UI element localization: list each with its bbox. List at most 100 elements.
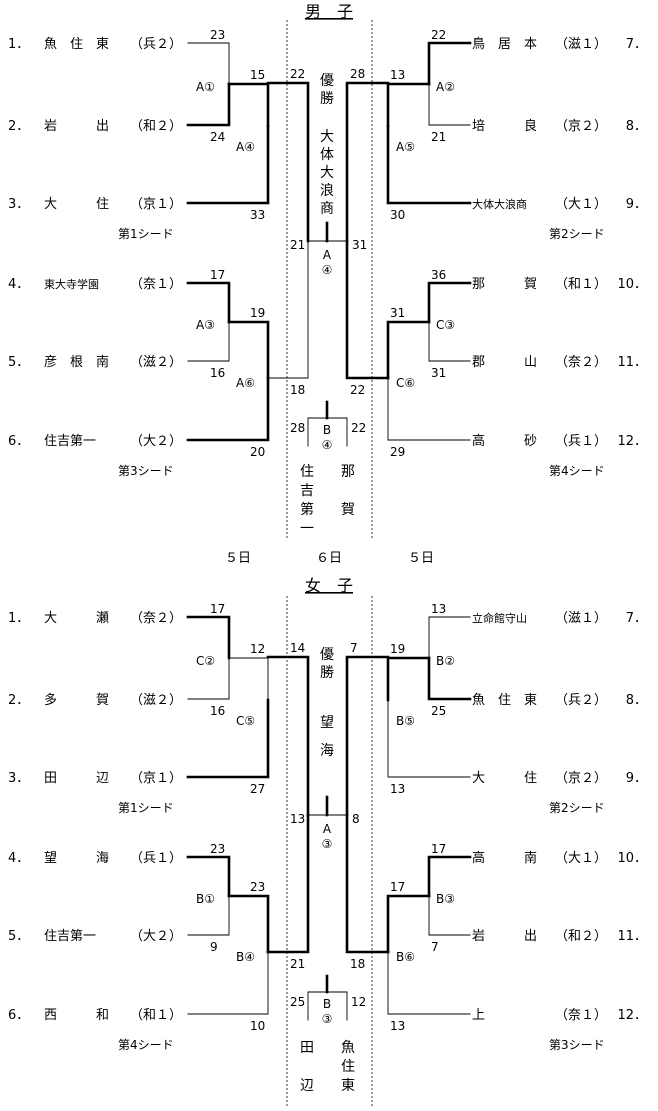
- team-number: 8．: [626, 693, 647, 708]
- team-name: 立命館守山: [472, 611, 527, 625]
- third-match-code: B③: [322, 997, 333, 1026]
- third-place-team-right: 那賀: [341, 464, 355, 518]
- winner-label-char: 優: [320, 73, 334, 89]
- winner-label-char: 勝: [320, 665, 334, 681]
- third-place-team-left-char: 第: [300, 501, 314, 518]
- winner-label: 優勝: [320, 647, 334, 681]
- team-name: 彦 根 南: [44, 354, 109, 370]
- bracket-line: [227, 82, 270, 128]
- third-place-team-right-char: 東: [341, 1078, 355, 1094]
- score-label: 23: [210, 28, 225, 42]
- team-prefecture: （滋２）: [130, 355, 182, 370]
- day-label-left: ５日: [225, 551, 251, 566]
- team-prefecture: （兵１）: [130, 851, 182, 866]
- third-score-left: 25: [290, 995, 305, 1009]
- score-label: 21: [290, 957, 305, 971]
- final-score-left: 21: [290, 238, 305, 252]
- team-prefecture: （和１）: [130, 1008, 182, 1023]
- winner-name: 望海: [320, 715, 334, 759]
- team-prefecture: （兵２）: [130, 37, 182, 52]
- third-match-code-char: ④: [322, 438, 333, 452]
- team-number: 7．: [626, 37, 647, 52]
- score-label: 14: [290, 641, 305, 655]
- team-name: 望 海: [44, 850, 109, 866]
- bracket-line: [187, 42, 230, 85]
- team-name: 東大寺学園: [44, 277, 99, 291]
- team-number: 11．: [617, 355, 647, 370]
- final-match-code-char: ④: [322, 263, 333, 277]
- third-match-code: B④: [322, 423, 333, 452]
- score-label: 23: [250, 880, 265, 894]
- third-place-team-left-char: 田: [300, 1040, 314, 1056]
- bracket-line: [428, 321, 471, 362]
- score-label: 22: [431, 28, 446, 42]
- team-prefecture: （京２）: [555, 119, 607, 134]
- match-code: C②: [196, 654, 215, 668]
- bracket-line: [186, 124, 270, 205]
- seed-label: 第3シード: [549, 1038, 605, 1052]
- team-number: 9．: [626, 197, 647, 212]
- team-number: 3．: [8, 197, 29, 212]
- bracket-line: [428, 83, 471, 126]
- seed-label: 第4シード: [118, 1038, 174, 1052]
- seed-label: 第2シード: [549, 801, 605, 815]
- team-prefecture: （奈１）: [555, 1008, 607, 1023]
- bracket-line: [387, 951, 471, 1015]
- third-place-team-right: 魚住東: [341, 1040, 355, 1094]
- match-code: A⑥: [236, 376, 255, 390]
- seed-label: 第1シード: [118, 227, 174, 241]
- team-number: 4．: [8, 851, 29, 866]
- third-place-team-right-char: 魚: [341, 1040, 355, 1056]
- final-score-left: 13: [290, 812, 305, 826]
- match-code: B①: [196, 892, 215, 906]
- score-label: 16: [210, 704, 225, 718]
- bracket-line: [428, 895, 471, 936]
- team-prefecture: （大２）: [130, 434, 182, 449]
- score-label: 7: [431, 940, 439, 954]
- team-prefecture: （奈２）: [555, 355, 607, 370]
- team-prefecture: （和２）: [130, 119, 182, 134]
- score-label: 7: [350, 641, 358, 655]
- winner-name-char: 望: [320, 715, 334, 731]
- bracket-line: [427, 41, 472, 86]
- team-number: 3．: [8, 771, 29, 786]
- seed-label: 第2シード: [549, 227, 605, 241]
- score-label: 17: [431, 842, 446, 856]
- team-prefecture: （滋２）: [130, 693, 182, 708]
- team-number: 2．: [8, 119, 29, 134]
- bracket-line: [427, 656, 472, 701]
- bracket-line: [345, 655, 390, 817]
- team-name: 大 瀬: [44, 611, 109, 626]
- bracket-line: [186, 376, 270, 442]
- third-place-team-left-char: 辺: [300, 1078, 314, 1094]
- match-code: A④: [236, 140, 255, 154]
- score-label: 30: [390, 208, 405, 222]
- bracket-line: [186, 698, 270, 779]
- bracket-line: [266, 813, 310, 954]
- team-name: 田 辺: [44, 771, 109, 786]
- final-match-code-char: ③: [322, 837, 333, 851]
- score-label: 13: [431, 602, 446, 616]
- score-label: 24: [210, 130, 225, 144]
- bracket-line: [227, 894, 270, 954]
- bracket-line: [345, 81, 390, 243]
- score-label: 28: [350, 67, 365, 81]
- bracket-line: [187, 321, 230, 362]
- team-number: 7．: [626, 611, 647, 626]
- team-number: 9．: [626, 771, 647, 786]
- boys-bracket: 1．魚 住 東（兵２）7．鳥 居 本（滋１）2．岩 出（和２）8．培 良（京２）…: [8, 28, 647, 537]
- team-prefecture: （京１）: [130, 197, 182, 212]
- score-label: 16: [210, 366, 225, 380]
- team-prefecture: （京１）: [130, 771, 182, 786]
- score-label: 13: [390, 68, 405, 82]
- winner-name-char: 商: [320, 201, 334, 217]
- section-title-boys: 男 子: [305, 2, 353, 21]
- final-score-right: 31: [352, 238, 367, 252]
- score-label: 17: [390, 880, 405, 894]
- team-number: 2．: [8, 693, 29, 708]
- bracket-line: [387, 377, 471, 441]
- team-name: 那 賀: [472, 277, 537, 292]
- team-name: 岩 出: [472, 929, 537, 944]
- winner-label: 優勝: [320, 73, 334, 107]
